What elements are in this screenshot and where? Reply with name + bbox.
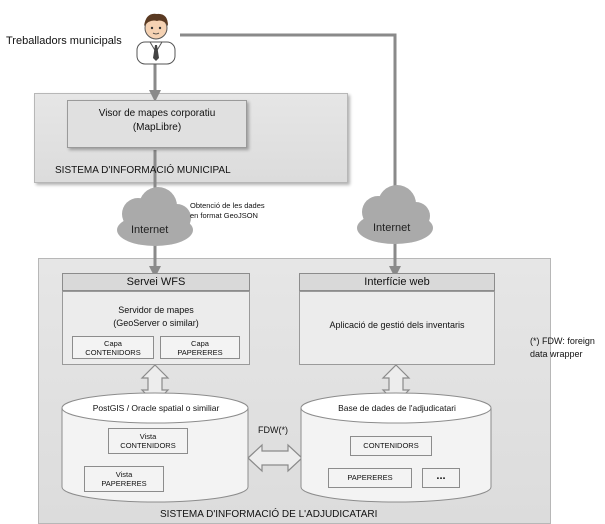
layer-contenidors-line1: Capa [104,339,122,348]
map-viewer-line2: (MapLibre) [132,122,182,133]
map-viewer-box [67,100,247,148]
annotation-line1: Obtenció de les dades [190,201,265,210]
view-papereres-line1: Vista [115,470,133,479]
municipal-system-title: SISTEMA D'INFORMACIÓ MUNICIPAL [55,165,231,176]
wfs-server-line2: (GeoServer o similar) [113,318,199,328]
adjudicatari-system-title: SISTEMA D'INFORMACIÓ DE L'ADJUDICATARI [160,509,378,520]
annotation-line2: en format GeoJSON [190,211,258,220]
cloud-left-label: Internet [131,224,169,236]
view-contenidors-line1: Vista [139,432,157,441]
web-app-label: Aplicació de gestió dels inventaris [329,320,465,330]
map-viewer-line1: Visor de mapes corporatiu [98,108,216,119]
layer-contenidors: Capa CONTENIDORS [72,336,154,359]
layer-contenidors-line2: CONTENIDORS [85,348,141,357]
footnote-line1: (*) FDW: foreign [530,336,595,346]
layer-papereres: Capa PAPERERES [160,336,240,359]
fdw-label: FDW(*) [258,425,288,435]
table-papereres: PAPERERES [328,468,412,488]
layer-papereres-line1: Capa [191,339,209,348]
web-header: Interfície web [299,273,495,291]
user-label: Treballadors municipals [6,35,122,47]
wfs-server-line1: Servidor de mapes [118,305,194,315]
db-left-title: PostGIS / Oracle spatial o similiar [92,403,220,413]
view-contenidors-line2: CONTENIDORS [120,441,176,450]
table-contenidors: CONTENIDORS [350,436,432,456]
table-more: ... [422,468,460,488]
view-papereres-line2: PAPERERES [101,479,147,488]
web-app-panel [299,291,495,365]
db-right-title: Base de dades de l'adjudicatari [338,403,456,413]
footnote-line2: data wrapper [530,349,583,359]
layer-papereres-line2: PAPERERES [177,348,223,357]
view-contenidors: Vista CONTENIDORS [108,428,188,454]
view-papereres: Vista PAPERERES [84,466,164,492]
wfs-header: Servei WFS [62,273,250,291]
cloud-right-label: Internet [373,222,411,234]
